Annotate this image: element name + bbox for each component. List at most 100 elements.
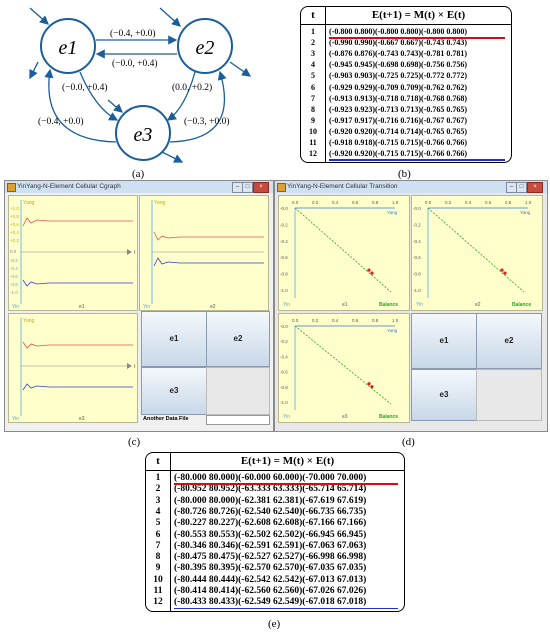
balance-line — [427, 207, 525, 293]
row-vector: (-80.952 80.952)(-63.333 63.333)(-65.714… — [174, 484, 367, 495]
svg-text:Yang: Yang — [23, 200, 35, 206]
row-index: 4 — [311, 60, 315, 70]
edge-label-e3-e1: (−0.4, +0.0) — [38, 116, 84, 127]
state-point — [367, 268, 371, 272]
empty-cell — [206, 367, 270, 415]
row-index: 7 — [155, 540, 161, 551]
svg-text:Yang: Yang — [154, 200, 166, 206]
y-tick-label: -0.4 — [280, 239, 288, 244]
y-tick-label: -0.0 — [280, 206, 288, 211]
edge-e3-e2 — [169, 70, 227, 143]
y-tick-label: -0.4 — [280, 354, 288, 359]
y-tick-label: -1.0 — [413, 288, 421, 293]
edge-e2-e3 — [166, 71, 196, 121]
svg-text:-0.2: -0.2 — [10, 258, 18, 263]
row-index: 2 — [311, 38, 315, 48]
button-e2[interactable]: e2 — [206, 311, 270, 367]
state-point — [503, 271, 507, 275]
window-transition: YinYang-N-Element Cellular Transition – … — [274, 180, 548, 432]
x-tick-label: 0.2 — [312, 200, 319, 205]
caption-d: (d) — [402, 436, 415, 448]
row-index: 7 — [311, 93, 315, 103]
row-vector: (-80.475 80.475)(-62.527 62.527)(-66.998… — [174, 552, 367, 563]
row-vector: (-80.000 80.000)(-62.381 62.381)(-67.619… — [174, 495, 367, 506]
button-e1[interactable]: e1 — [141, 311, 207, 367]
svg-text:Yin: Yin — [143, 304, 150, 310]
table-e-head-t: t — [156, 455, 160, 467]
maximize-button[interactable]: □ — [242, 182, 253, 193]
window-transition-title: YinYang-N-Element Cellular Transition — [287, 183, 398, 190]
state-point — [500, 268, 504, 272]
node-e3-label: e3 — [134, 124, 153, 146]
x-tick-label: 0.2 — [445, 200, 452, 205]
row-vector: (-0.929 0.929)(-0.709 0.709)(-0.762 0.76… — [329, 82, 467, 92]
y-tick-label: -0.6 — [413, 255, 421, 260]
row-vector: (-80.000 80.000)(-60.000 60.000)(-70.000… — [174, 473, 367, 483]
svg-text:+0.4: +0.4 — [10, 230, 19, 235]
button-e3[interactable]: e3 — [411, 369, 477, 421]
row-index: 3 — [311, 49, 315, 59]
output-arrow-e2 — [229, 61, 252, 77]
svg-text:Yin: Yin — [12, 304, 19, 310]
row-vector: (-0.918 0.918)(-0.715 0.715)(-0.766 0.76… — [329, 138, 467, 147]
maximize-button[interactable]: □ — [516, 182, 527, 193]
y-tick-label: -0.0 — [413, 206, 421, 211]
y-tick-label: -0.8 — [280, 272, 288, 277]
x-tick-label: 0.8 — [372, 200, 379, 205]
svg-text:-0.6: -0.6 — [10, 274, 18, 279]
button-e2[interactable]: e2 — [476, 313, 542, 369]
row-vector: (-0.903 0.903)(-0.725 0.725)(-0.772 0.77… — [329, 71, 467, 81]
another-data-file-input[interactable] — [206, 415, 270, 425]
table-b-head-formula: E(t+1) = M(t) × E(t) — [325, 7, 511, 24]
state-diagram: e1 e2 e3 (−0.4, +0.0) (−0.0, +0.4) (−0.0… — [29, 7, 252, 163]
button-e3[interactable]: e3 — [141, 367, 207, 415]
output-arrow-e1 — [29, 61, 39, 80]
edge-label-e2-e3: (0.0, +0.2) — [172, 82, 212, 93]
table-b: t E(t+1) = M(t) × E(t) 1(-0.800 0.800)(-… — [300, 6, 512, 163]
row-vector: (-80.433 80.433)(-62.549 62.549)(-67.018… — [174, 597, 367, 608]
x-tick-label: 0.4 — [332, 200, 339, 205]
row-vector: (-80.395 80.395)(-62.570 62.570)(-67.035… — [174, 563, 367, 574]
svg-text:0.0: 0.0 — [10, 249, 17, 254]
row-index: 2 — [155, 484, 161, 495]
svg-text:-0.8: -0.8 — [10, 282, 18, 287]
app-icon — [277, 183, 286, 192]
row-vector: (-80.553 80.553)(-62.502 62.502)(-66.945… — [174, 529, 367, 540]
yin-axis-label: Yin — [283, 414, 290, 420]
svg-text:e1: e1 — [79, 304, 85, 310]
close-button[interactable]: × — [527, 182, 543, 193]
row-vector: (-80.444 80.444)(-62.542 62.542)(-67.013… — [174, 574, 367, 585]
x-tick-label: 0.6 — [485, 200, 492, 205]
input-arrow-e1 — [29, 7, 49, 25]
edge-e3-e1 — [44, 68, 117, 143]
table-b-header: t E(t+1) = M(t) × E(t) — [301, 7, 511, 25]
svg-text:+0.2: +0.2 — [10, 238, 19, 243]
x-tick-label: 0.8 — [372, 318, 379, 323]
app-icon — [7, 183, 16, 192]
x-tick-label: 1.0 — [525, 200, 532, 205]
row-vector: (-80.346 80.346)(-62.591 62.591)(-67.063… — [174, 540, 367, 551]
row-vector: (-80.726 80.726)(-62.540 62.540)(-66.735… — [174, 506, 367, 517]
svg-text:Yin: Yin — [12, 416, 19, 422]
row-vector: (-0.913 0.913)(-0.718 0.718)(-0.768 0.76… — [329, 93, 467, 103]
y-tick-label: -0.2 — [280, 339, 288, 344]
underline-last-rows — [174, 607, 398, 610]
svg-text:+0.8: +0.8 — [10, 214, 19, 219]
node-e1 — [40, 18, 96, 74]
y-tick-label: -0.2 — [280, 222, 288, 227]
window-cgraph-titlebar: YinYang-N-Element Cellular Cgraph – □ × — [5, 181, 273, 193]
x-tick-label: 0.4 — [332, 318, 339, 323]
row-index: 12 — [153, 597, 163, 608]
close-button[interactable]: × — [253, 182, 269, 193]
row-index: 10 — [153, 574, 163, 585]
row-vector: (-80.414 80.414)(-62.560 62.560)(-67.026… — [174, 586, 367, 596]
row-index: 1 — [155, 473, 161, 483]
table-b-head-t: t — [311, 9, 315, 21]
x-tick-label: 0.0 — [292, 318, 299, 323]
svg-text:+1.0: +1.0 — [10, 206, 19, 211]
button-e1[interactable]: e1 — [411, 313, 477, 369]
